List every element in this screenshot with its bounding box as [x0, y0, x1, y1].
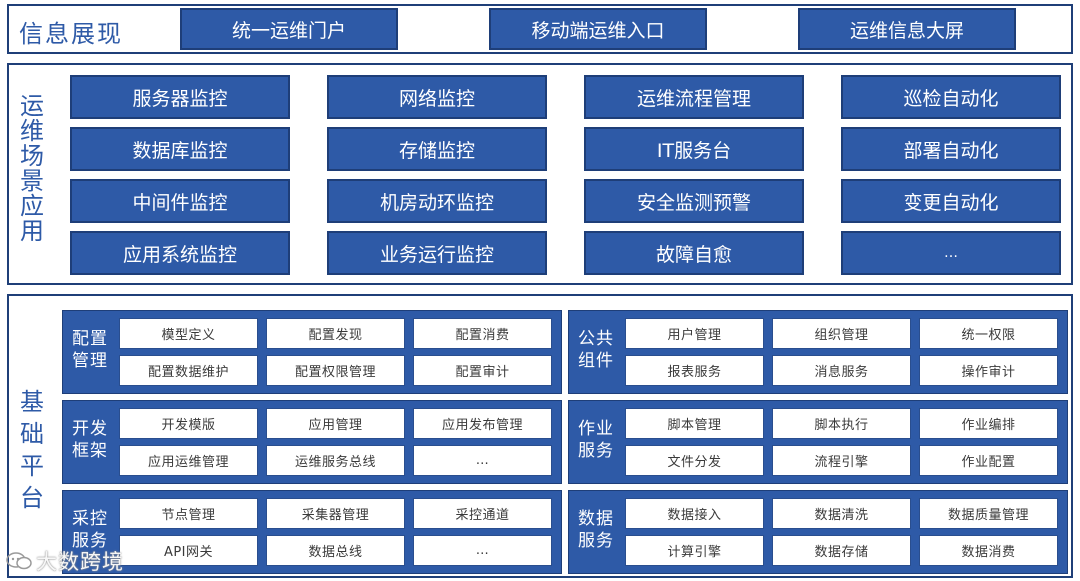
scenario-item: 业务运行监控 — [327, 231, 547, 275]
module-cell: 数据接入 — [625, 498, 764, 529]
module-label: 开发框架 — [72, 419, 108, 461]
platform-layer-title: 基础平台 — [20, 388, 44, 512]
module-cell: 作业编排 — [919, 408, 1058, 439]
module-cell: 节点管理 — [119, 498, 258, 529]
platform-module: 作业服务脚本管理脚本执行作业编排文件分发流程引擎作业配置 — [568, 400, 1068, 484]
module-cell: 开发模版 — [119, 408, 258, 439]
module-cell: 采控通道 — [413, 498, 552, 529]
module-label: 数据服务 — [578, 509, 614, 551]
scenario-item: … — [841, 231, 1061, 275]
module-cell: 应用运维管理 — [119, 445, 258, 476]
display-layer-title: 信息展现 — [19, 20, 123, 48]
scenario-item: 服务器监控 — [70, 75, 290, 119]
module-cell: 流程引擎 — [772, 445, 911, 476]
scenario-item: 机房动环监控 — [327, 179, 547, 223]
module-label: 采控服务 — [72, 509, 108, 551]
scenario-item: 网络监控 — [327, 75, 547, 119]
scenario-item: 变更自动化 — [841, 179, 1061, 223]
display-layer: 信息展现 统一运维门户 移动端运维入口 运维信息大屏 — [7, 4, 1073, 54]
module-cell: API网关 — [119, 535, 258, 566]
module-cell: 配置权限管理 — [266, 355, 405, 386]
module-cell: 应用管理 — [266, 408, 405, 439]
module-label: 配置管理 — [72, 329, 108, 371]
module-label: 公共组件 — [578, 329, 614, 371]
module-cell: 消息服务 — [772, 355, 911, 386]
module-cell: … — [413, 535, 552, 566]
module-cell: 配置消费 — [413, 318, 552, 349]
module-cell: 统一权限 — [919, 318, 1058, 349]
module-cell: 模型定义 — [119, 318, 258, 349]
module-cell: 文件分发 — [625, 445, 764, 476]
wechat-logo-icon — [6, 551, 32, 576]
module-cell: 脚本管理 — [625, 408, 764, 439]
scenario-item: 应用系统监控 — [70, 231, 290, 275]
scenario-item: 数据库监控 — [70, 127, 290, 171]
module-cell: 作业配置 — [919, 445, 1058, 476]
module-cell: 数据消费 — [919, 535, 1058, 566]
module-cell: 运维服务总线 — [266, 445, 405, 476]
module-cell: 应用发布管理 — [413, 408, 552, 439]
module-cell: 报表服务 — [625, 355, 764, 386]
scenario-layer-title: 运维场景应用 — [20, 92, 44, 245]
platform-module: 数据服务数据接入数据清洗数据质量管理计算引擎数据存储数据消费 — [568, 490, 1068, 574]
module-cell: … — [413, 445, 552, 476]
module-cell: 数据总线 — [266, 535, 405, 566]
display-item: 统一运维门户 — [180, 8, 398, 50]
module-cell: 操作审计 — [919, 355, 1058, 386]
scenario-item: 部署自动化 — [841, 127, 1061, 171]
watermark-text: 大数跨境 — [36, 550, 124, 574]
scenario-item: 安全监测预警 — [584, 179, 804, 223]
display-item: 移动端运维入口 — [489, 8, 707, 50]
module-cell: 配置审计 — [413, 355, 552, 386]
module-cell: 计算引擎 — [625, 535, 764, 566]
display-item: 运维信息大屏 — [798, 8, 1016, 50]
platform-module: 采控服务节点管理采集器管理采控通道 API网关数据总线 … — [62, 490, 562, 574]
scenario-item: IT服务台 — [584, 127, 804, 171]
module-label: 作业服务 — [578, 419, 614, 461]
scenario-item: 中间件监控 — [70, 179, 290, 223]
module-cell: 数据清洗 — [772, 498, 911, 529]
platform-module: 公共组件用户管理组织管理统一权限报表服务消息服务操作审计 — [568, 310, 1068, 394]
module-cell: 采集器管理 — [266, 498, 405, 529]
scenario-layer: 运维场景应用 服务器监控网络监控运维流程管理巡检自动化数据库监控存储监控 IT服务… — [7, 63, 1073, 285]
module-cell: 配置数据维护 — [119, 355, 258, 386]
watermark: 大数跨境 — [6, 546, 124, 576]
module-cell: 数据存储 — [772, 535, 911, 566]
platform-layer: 基础平台 配置管理模型定义配置发现配置消费配置数据维护配置权限管理配置审计公共组… — [7, 294, 1073, 578]
platform-module: 开发框架开发模版应用管理应用发布管理应用运维管理运维服务总线 … — [62, 400, 562, 484]
module-cell: 用户管理 — [625, 318, 764, 349]
scenario-item: 故障自愈 — [584, 231, 804, 275]
scenario-item: 巡检自动化 — [841, 75, 1061, 119]
scenario-item: 存储监控 — [327, 127, 547, 171]
module-cell: 数据质量管理 — [919, 498, 1058, 529]
module-cell: 组织管理 — [772, 318, 911, 349]
module-cell: 脚本执行 — [772, 408, 911, 439]
module-cell: 配置发现 — [266, 318, 405, 349]
scenario-item: 运维流程管理 — [584, 75, 804, 119]
platform-module: 配置管理模型定义配置发现配置消费配置数据维护配置权限管理配置审计 — [62, 310, 562, 394]
